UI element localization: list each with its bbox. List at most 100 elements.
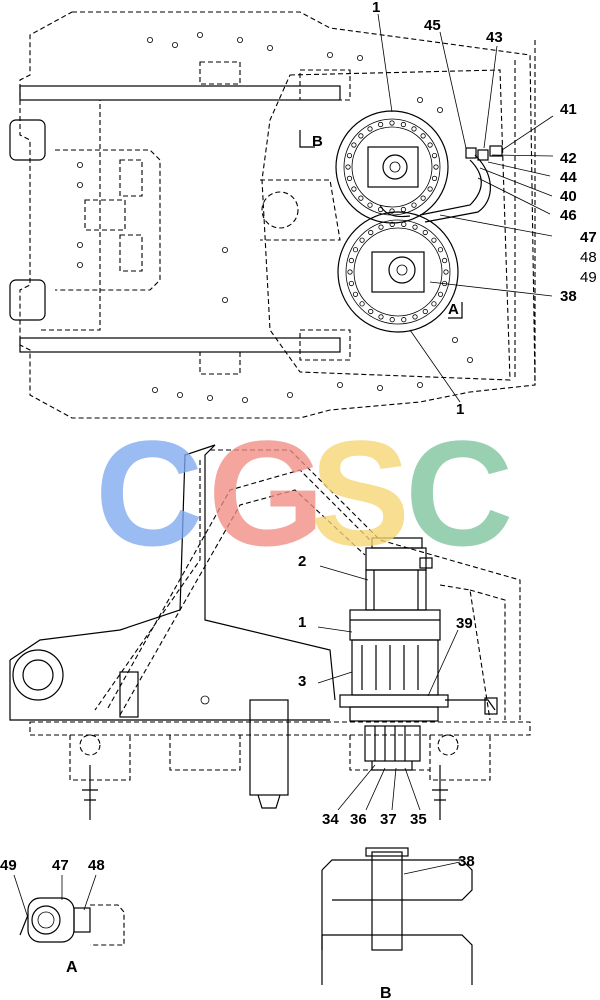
frame-hole	[146, 37, 153, 44]
bolt-hole	[420, 195, 426, 201]
label-41: 41	[560, 101, 577, 118]
label-47: 47	[580, 229, 597, 246]
bolt-hole	[420, 133, 426, 139]
side-view	[9, 444, 531, 820]
bolt-hole	[412, 224, 418, 230]
label-2: 2	[298, 553, 306, 570]
frame-hole	[416, 97, 423, 104]
section-marker-b: B	[312, 133, 323, 150]
watermark-letter-1: C	[95, 409, 203, 577]
detail-a	[13, 874, 125, 946]
section-marker-a: A	[448, 301, 459, 318]
label-34: 34	[322, 811, 339, 828]
detail-a-caption: A	[66, 959, 78, 976]
label-49-detail: 49	[0, 857, 17, 874]
label-3: 3	[298, 673, 306, 690]
bolt-hole	[431, 237, 437, 243]
bolt-hole	[401, 317, 407, 323]
detail-b-caption: B	[380, 985, 392, 1000]
label-40: 40	[560, 188, 577, 205]
label-1-bottom: 1	[456, 401, 464, 418]
bolt-hole	[422, 229, 428, 236]
bolt-hole	[389, 120, 395, 126]
label-38: 38	[560, 288, 577, 305]
bolt-hole	[422, 308, 428, 315]
frame-hole	[221, 296, 228, 303]
bolt-hole	[347, 269, 353, 275]
label-36: 36	[350, 811, 367, 828]
frame-hole	[326, 52, 333, 59]
bolt-hole	[431, 301, 437, 307]
label-37: 37	[380, 811, 397, 828]
label-38-detail: 38	[458, 853, 475, 870]
label-43: 43	[486, 29, 503, 46]
label-1-top: 1	[372, 0, 380, 16]
top-view	[9, 11, 554, 419]
bolt-hole	[359, 237, 365, 243]
bolt-hole	[348, 280, 354, 287]
bolt-hole	[431, 153, 438, 159]
bolt-hole	[400, 206, 406, 213]
bolt-hole	[427, 186, 433, 192]
bolt-hole	[437, 247, 444, 253]
frame-hole	[171, 42, 178, 49]
frame-hole	[196, 32, 203, 39]
watermark-letter-3: S	[310, 409, 410, 577]
bolt-hole	[389, 208, 395, 214]
watermark-letter-2: G	[208, 409, 325, 577]
frame-hole	[266, 45, 273, 52]
bolt-hole	[389, 221, 395, 227]
bolt-hole	[351, 142, 357, 148]
bolt-hole	[367, 202, 373, 208]
bolt-hole	[401, 221, 407, 227]
frame-hole	[466, 356, 473, 363]
bolt-hole	[437, 291, 444, 297]
bolt-hole	[358, 133, 364, 139]
frame-hole	[236, 37, 243, 44]
bolt-hole	[431, 175, 438, 181]
bolt-hole	[352, 247, 359, 253]
label-48-detail: 48	[88, 857, 105, 874]
frame-hole	[436, 107, 443, 114]
detail-b	[321, 847, 473, 985]
bolt-hole	[427, 142, 433, 148]
label-46: 46	[560, 207, 577, 224]
label-49: 49	[580, 269, 597, 286]
bolt-hole	[443, 269, 449, 275]
label-35: 35	[410, 811, 427, 828]
bolt-hole	[368, 308, 374, 315]
bolt-hole	[442, 257, 448, 264]
bolt-hole	[411, 126, 417, 132]
watermark-letter-4: C	[405, 409, 513, 577]
bolt-hole	[411, 202, 417, 208]
bolt-hole	[346, 175, 353, 181]
bolt-hole	[378, 224, 384, 230]
frame-hole	[77, 261, 84, 268]
frame-hole	[356, 55, 363, 62]
frame-hole	[451, 336, 458, 343]
label-45: 45	[424, 17, 441, 34]
label-39: 39	[456, 615, 473, 632]
frame-hole	[221, 246, 228, 253]
bolt-hole	[352, 291, 359, 297]
frame-hole	[336, 381, 343, 388]
frame-hole	[77, 241, 84, 248]
label-44: 44	[560, 169, 577, 186]
bolt-hole	[346, 153, 353, 159]
frame-hole	[376, 384, 383, 391]
label-48: 48	[580, 249, 597, 266]
bolt-hole	[358, 195, 364, 201]
frame-hole	[416, 381, 423, 388]
frame-hole	[286, 391, 293, 398]
bolt-hole	[400, 121, 406, 128]
bolt-hole	[378, 314, 384, 320]
bolt-hole	[368, 229, 374, 236]
frame-hole	[176, 391, 183, 398]
bolt-hole	[412, 314, 418, 320]
bolt-hole	[359, 301, 365, 307]
bolt-hole	[433, 164, 439, 170]
label-47-detail: 47	[52, 857, 69, 874]
